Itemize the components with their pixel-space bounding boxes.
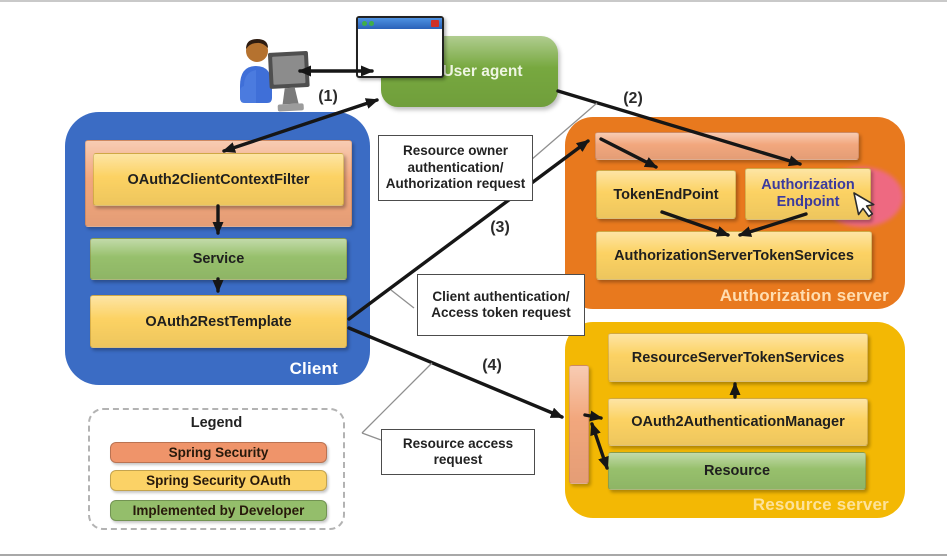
- legend-item-implemented-by-developer: Implemented by Developer: [110, 500, 327, 521]
- oauth2-client-context-filter-box: OAuth2ClientContextFilter: [93, 153, 344, 206]
- service-label: Service: [192, 251, 245, 267]
- oauth2-authentication-manager-label: OAuth2AuthenticationManager: [631, 414, 845, 430]
- step-4-label: (4): [482, 357, 502, 374]
- resource-box: Resource: [608, 452, 866, 490]
- resource-server-token-services-label: ResourceServerTokenServices: [631, 349, 845, 366]
- client-region: OAuth2ClientContextFilter Service OAuth2…: [65, 112, 370, 385]
- leader-resource-access-label-b: [361, 362, 433, 434]
- authorization-server-token-services-label: AuthorizationServerTokenServices: [614, 247, 854, 264]
- frame-bottom-line: [0, 554, 947, 556]
- arrow-step4-resttemplate-resourceserver: [347, 326, 564, 419]
- auth-server-spring-security-bar: [595, 132, 859, 160]
- resource-access-request-label: Resource access request: [381, 429, 535, 475]
- oauth2-rest-template-label: OAuth2RestTemplate: [145, 313, 292, 330]
- legend-item-label: Spring Security OAuth: [146, 473, 291, 488]
- token-endpoint-box: TokenEndPoint: [596, 170, 736, 219]
- browser-dot-icon: [369, 21, 374, 26]
- oauth2-client-context-filter-label: OAuth2ClientContextFilter: [127, 171, 310, 188]
- legend-item-spring-security-oauth: Spring Security OAuth: [110, 470, 327, 491]
- authorization-endpoint-label: Authorization Endpoint: [761, 177, 855, 210]
- resource-server-spring-security-bar: [569, 365, 589, 484]
- browser-window-icon: [356, 16, 444, 78]
- browser-dot-icon: [362, 21, 367, 26]
- legend-box: Legend Spring Security Spring Security O…: [88, 408, 345, 530]
- person-at-computer-icon: [240, 39, 310, 112]
- leader-resource-access-label-a: [361, 432, 382, 441]
- service-box: Service: [90, 238, 347, 280]
- leader-client-auth-label: [390, 289, 415, 309]
- authorization-server-region-label: Authorization server: [719, 286, 889, 305]
- legend-item-label: Implemented by Developer: [132, 503, 305, 518]
- legend-item-label: Spring Security: [168, 445, 269, 460]
- authorization-server-token-services-box: AuthorizationServerTokenServices: [596, 231, 872, 280]
- authorization-endpoint-box: Authorization Endpoint: [745, 168, 871, 220]
- frame-top-line: [0, 0, 947, 2]
- legend-title: Legend: [190, 415, 243, 431]
- oauth2-rest-template-box: OAuth2RestTemplate: [90, 295, 347, 348]
- client-region-label: Client: [289, 359, 338, 378]
- resource-server-region-label: Resource server: [752, 495, 889, 514]
- browser-title-bar: [358, 18, 442, 29]
- resource-server-region: ResourceServerTokenServices OAuth2Authen…: [565, 322, 905, 518]
- step-3-label: (3): [490, 219, 510, 236]
- resource-label: Resource: [703, 463, 771, 479]
- authorization-server-region: TokenEndPoint Authorization Endpoint Aut…: [565, 117, 905, 309]
- user-agent-label: User agent: [442, 62, 523, 80]
- browser-close-icon: [431, 20, 439, 27]
- step-2-label: (2): [623, 90, 643, 107]
- token-endpoint-label: TokenEndPoint: [613, 186, 719, 203]
- legend-item-spring-security: Spring Security: [110, 442, 327, 463]
- client-authentication-label: Client authentication/ Access token requ…: [417, 274, 585, 336]
- oauth2-authentication-manager-box: OAuth2AuthenticationManager: [608, 398, 868, 446]
- step-1-label: (1): [318, 88, 338, 105]
- resource-owner-authentication-label: Resource owner authentication/ Authoriza…: [378, 135, 533, 201]
- resource-server-token-services-box: ResourceServerTokenServices: [608, 333, 868, 382]
